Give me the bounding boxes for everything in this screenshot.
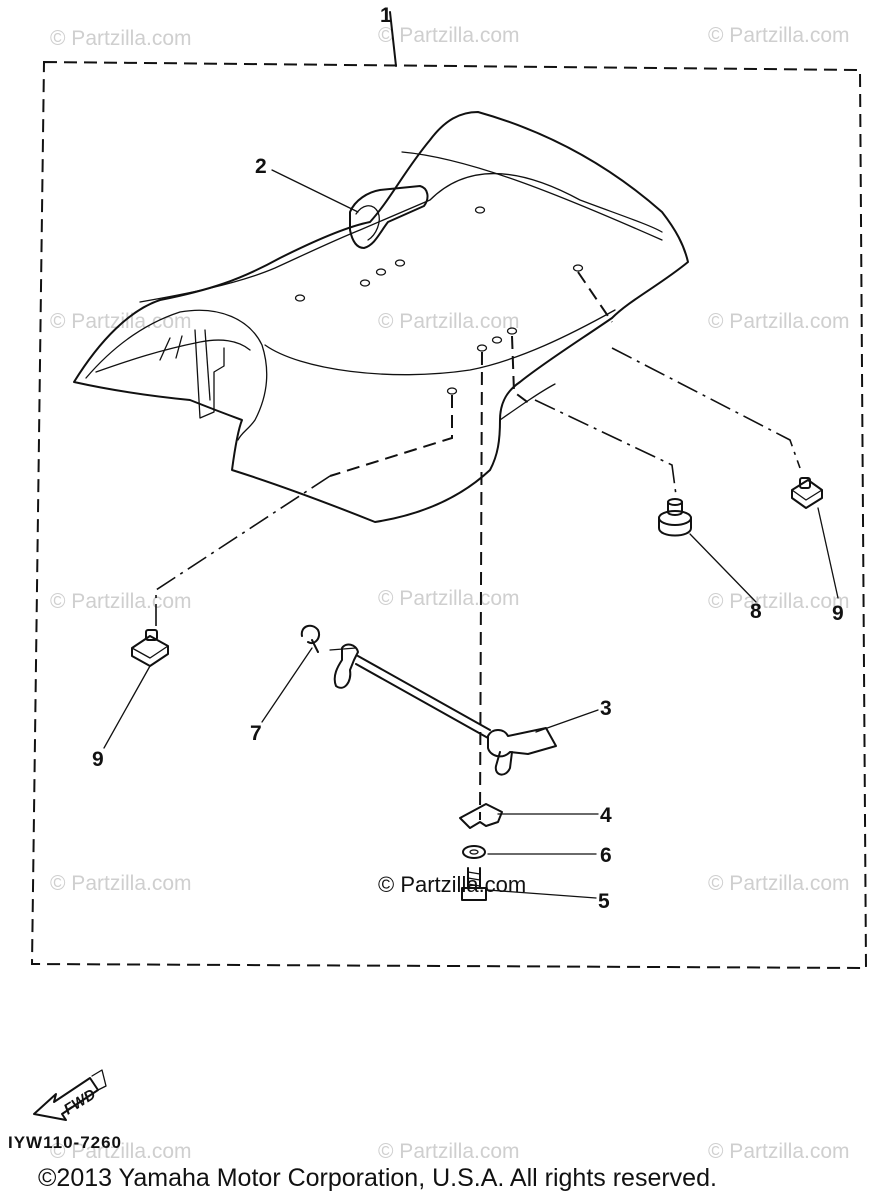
watermark: © Partzilla.com bbox=[50, 310, 192, 333]
callout-9-right: 9 bbox=[832, 602, 844, 625]
watermark: © Partzilla.com bbox=[378, 310, 520, 333]
guide bbox=[329, 395, 453, 477]
watermark: © Partzilla.com bbox=[708, 310, 850, 333]
watermark: © Partzilla.com bbox=[50, 27, 192, 50]
leader-7 bbox=[261, 647, 313, 723]
lock-rod bbox=[329, 643, 557, 776]
guide bbox=[511, 335, 531, 405]
watermark: © Partzilla.com bbox=[708, 1140, 850, 1163]
damper bbox=[658, 498, 692, 537]
bracket bbox=[459, 803, 503, 829]
leader-1 bbox=[389, 11, 397, 67]
watermark: © Partzilla.com bbox=[50, 1140, 192, 1163]
callout-2: 2 bbox=[255, 155, 267, 178]
callout-8: 8 bbox=[750, 600, 762, 623]
seat bbox=[73, 111, 689, 523]
watermark: © Partzilla.com bbox=[708, 872, 850, 895]
leader-9-right bbox=[611, 347, 801, 469]
copyright-notice: ©2013 Yamaha Motor Corporation, U.S.A. A… bbox=[38, 1164, 717, 1192]
callout-6: 6 bbox=[600, 844, 612, 867]
leader-3 bbox=[535, 709, 599, 733]
leader-8 bbox=[534, 399, 677, 496]
watermark: © Partzilla.com bbox=[708, 590, 850, 613]
fwd-arrow-icon: FWD bbox=[33, 1069, 107, 1121]
leader-2 bbox=[271, 169, 359, 213]
watermark: © Partzilla.com bbox=[50, 590, 192, 613]
fwd-label: FWD bbox=[61, 1086, 99, 1119]
leader-5 bbox=[487, 889, 597, 899]
leader-9-left bbox=[155, 475, 331, 626]
guide bbox=[577, 271, 613, 323]
leader-9r bbox=[817, 507, 839, 599]
watermark: © Partzilla.com bbox=[378, 1140, 520, 1163]
leader-9l bbox=[103, 665, 151, 749]
watermarks: © Partzilla.com © Partzilla.com © Partzi… bbox=[50, 24, 850, 1163]
callout-1: 1 bbox=[380, 4, 392, 27]
watermark: © Partzilla.com bbox=[708, 24, 850, 47]
callout-7: 7 bbox=[250, 722, 262, 745]
watermark-center: © Partzilla.com bbox=[378, 872, 526, 897]
washer bbox=[462, 845, 486, 859]
guide bbox=[479, 351, 483, 821]
seat-holes bbox=[294, 206, 584, 395]
watermark: © Partzilla.com bbox=[50, 872, 192, 895]
callout-4: 4 bbox=[600, 804, 612, 827]
bolt bbox=[461, 867, 487, 901]
assembly-frame bbox=[30, 60, 868, 970]
spring-clip bbox=[300, 624, 320, 653]
diagram-code: IYW110-7260 bbox=[8, 1133, 122, 1152]
clip-nut-right bbox=[791, 477, 823, 509]
callout-9-left: 9 bbox=[92, 748, 104, 771]
watermark: © Partzilla.com bbox=[378, 24, 520, 47]
leader-8b bbox=[689, 533, 757, 603]
clip-nut-left bbox=[131, 629, 169, 667]
callout-3: 3 bbox=[600, 697, 612, 720]
watermark: © Partzilla.com bbox=[378, 587, 520, 610]
callout-5: 5 bbox=[598, 890, 610, 913]
